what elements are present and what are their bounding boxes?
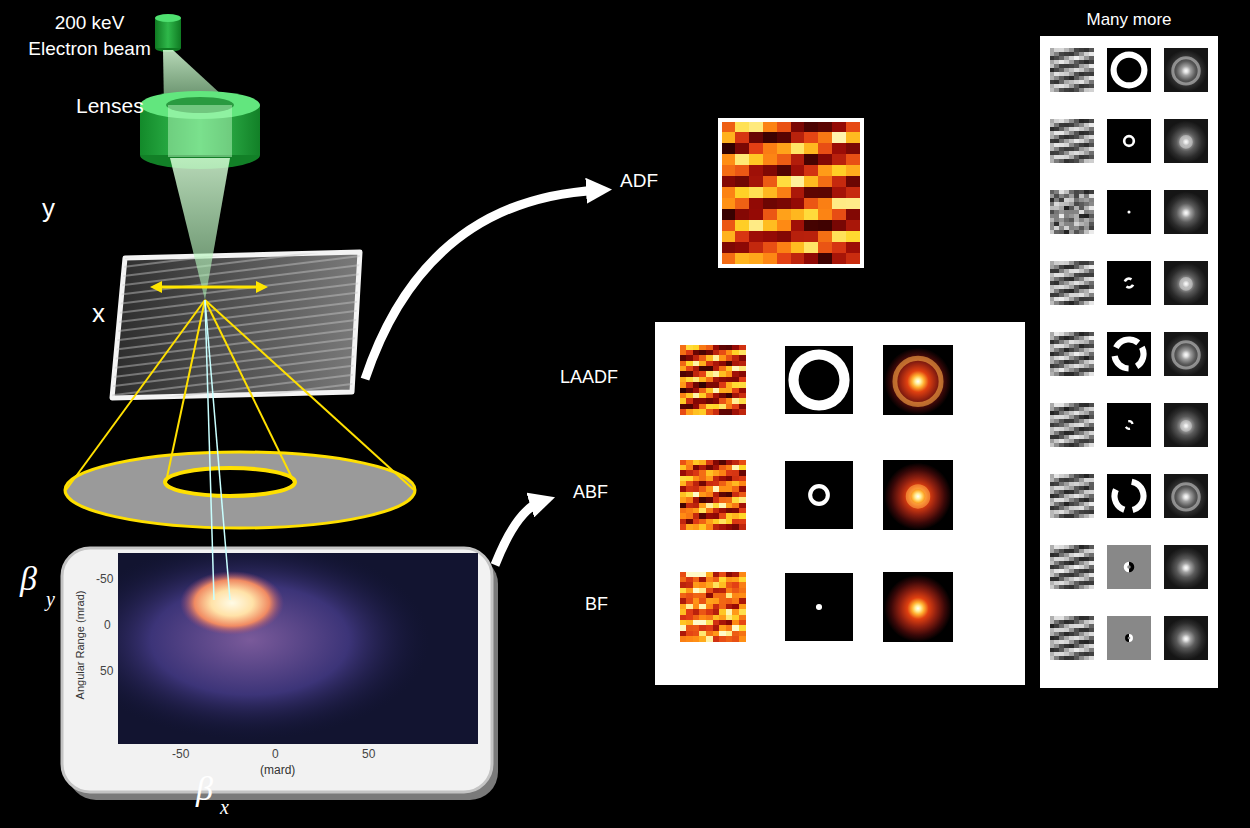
detector-mask (1107, 616, 1151, 660)
art-shape (180, 571, 284, 635)
art-shape (160, 286, 258, 289)
detector-mask (785, 573, 853, 641)
electron-source (155, 14, 181, 52)
lens-cylinder (140, 91, 260, 169)
image-panel-node: Many more (1038, 4, 1220, 689)
art-shape (65, 452, 415, 528)
beam-lines (205, 300, 230, 600)
stem-image (1050, 190, 1094, 234)
axis-label: y (42, 193, 55, 224)
stem-image (1050, 119, 1094, 163)
scatter-lines (66, 300, 414, 490)
stem-image (1050, 48, 1094, 92)
stem-image (1050, 332, 1094, 376)
detector-mask (1107, 119, 1151, 163)
diffraction-pattern (1164, 119, 1208, 163)
art-shape (155, 18, 181, 48)
stem-image (680, 460, 746, 530)
diffraction-detector (62, 540, 498, 800)
image-panel (655, 322, 1025, 685)
detector-mask (785, 346, 853, 414)
detector-mask (1107, 474, 1151, 518)
mode-label: ABF (573, 482, 608, 503)
detector-mask (1107, 261, 1151, 305)
image-node: ADF (612, 115, 864, 270)
mode-label: LAADF (560, 367, 618, 388)
tick-label: -50 (96, 572, 113, 586)
axis-symbol: β (20, 560, 37, 598)
diffraction-pattern (1164, 616, 1208, 660)
mode-label: ADF (620, 170, 658, 192)
image-panel (1040, 36, 1218, 688)
diffraction-pattern (1164, 261, 1208, 305)
diffraction-pattern (883, 345, 953, 415)
art-shape (150, 281, 162, 293)
diffraction-pattern (1164, 474, 1208, 518)
tick-label: 50 (100, 664, 113, 678)
beam-label: 200 keV Electron beam (22, 10, 157, 62)
stem-image (680, 345, 746, 415)
art-shape (168, 105, 232, 157)
stem-image (1050, 261, 1094, 305)
detector-mask (1107, 403, 1151, 447)
stem-image (680, 572, 746, 642)
diffraction-pattern (1164, 190, 1208, 234)
image-frame (718, 118, 864, 268)
sample-plane-node: yx (40, 190, 365, 405)
diffraction-pattern (1164, 403, 1208, 447)
stem-image (1050, 616, 1094, 660)
detector-mask (1107, 545, 1151, 589)
annular-detector (65, 452, 415, 528)
art-shape (66, 300, 205, 490)
diffraction-pattern (1164, 48, 1208, 92)
diffraction-pattern (1164, 332, 1208, 376)
diffraction-pattern (883, 460, 953, 530)
detector-mask (1107, 48, 1151, 92)
detector-node: Angular Range (mrad) (mard) (20, 545, 495, 820)
axis-subscript: y (46, 588, 55, 611)
art-shape (205, 300, 230, 600)
detector-mask (785, 461, 853, 529)
tick-label: 50 (362, 747, 375, 761)
part-label: Lenses (76, 94, 144, 118)
stem-image (1050, 474, 1094, 518)
axis-subscript: x (220, 796, 229, 819)
flow-arrow (365, 190, 598, 379)
art-shape (165, 468, 295, 496)
art-shape (155, 14, 181, 22)
image-panel-node: LAADF ABF BF (555, 322, 1027, 687)
art-shape (166, 300, 205, 482)
axis-title: (mard) (260, 763, 295, 777)
axis-symbol: β (196, 770, 213, 808)
stem-image (1050, 403, 1094, 447)
mode-label: BF (585, 594, 608, 615)
detector-mask (1107, 190, 1151, 234)
diffraction-pattern (883, 572, 953, 642)
diffraction-pattern (1164, 545, 1208, 589)
detector-mask (1107, 332, 1151, 376)
panel-heading: Many more (1038, 10, 1220, 30)
beam-cone (170, 158, 230, 300)
stem-image (1050, 545, 1094, 589)
scan-arrow (150, 281, 268, 293)
art-shape (118, 553, 430, 740)
adf-image (722, 122, 860, 264)
tick-label: 0 (272, 747, 279, 761)
axis-title: Angular Range (mrad) (74, 591, 86, 700)
art-shape (256, 281, 268, 293)
art-shape (118, 553, 430, 740)
tick-label: 0 (104, 618, 111, 632)
tick-label: -50 (172, 747, 189, 761)
flow-arrow (495, 501, 542, 565)
axis-label: x (92, 298, 105, 329)
